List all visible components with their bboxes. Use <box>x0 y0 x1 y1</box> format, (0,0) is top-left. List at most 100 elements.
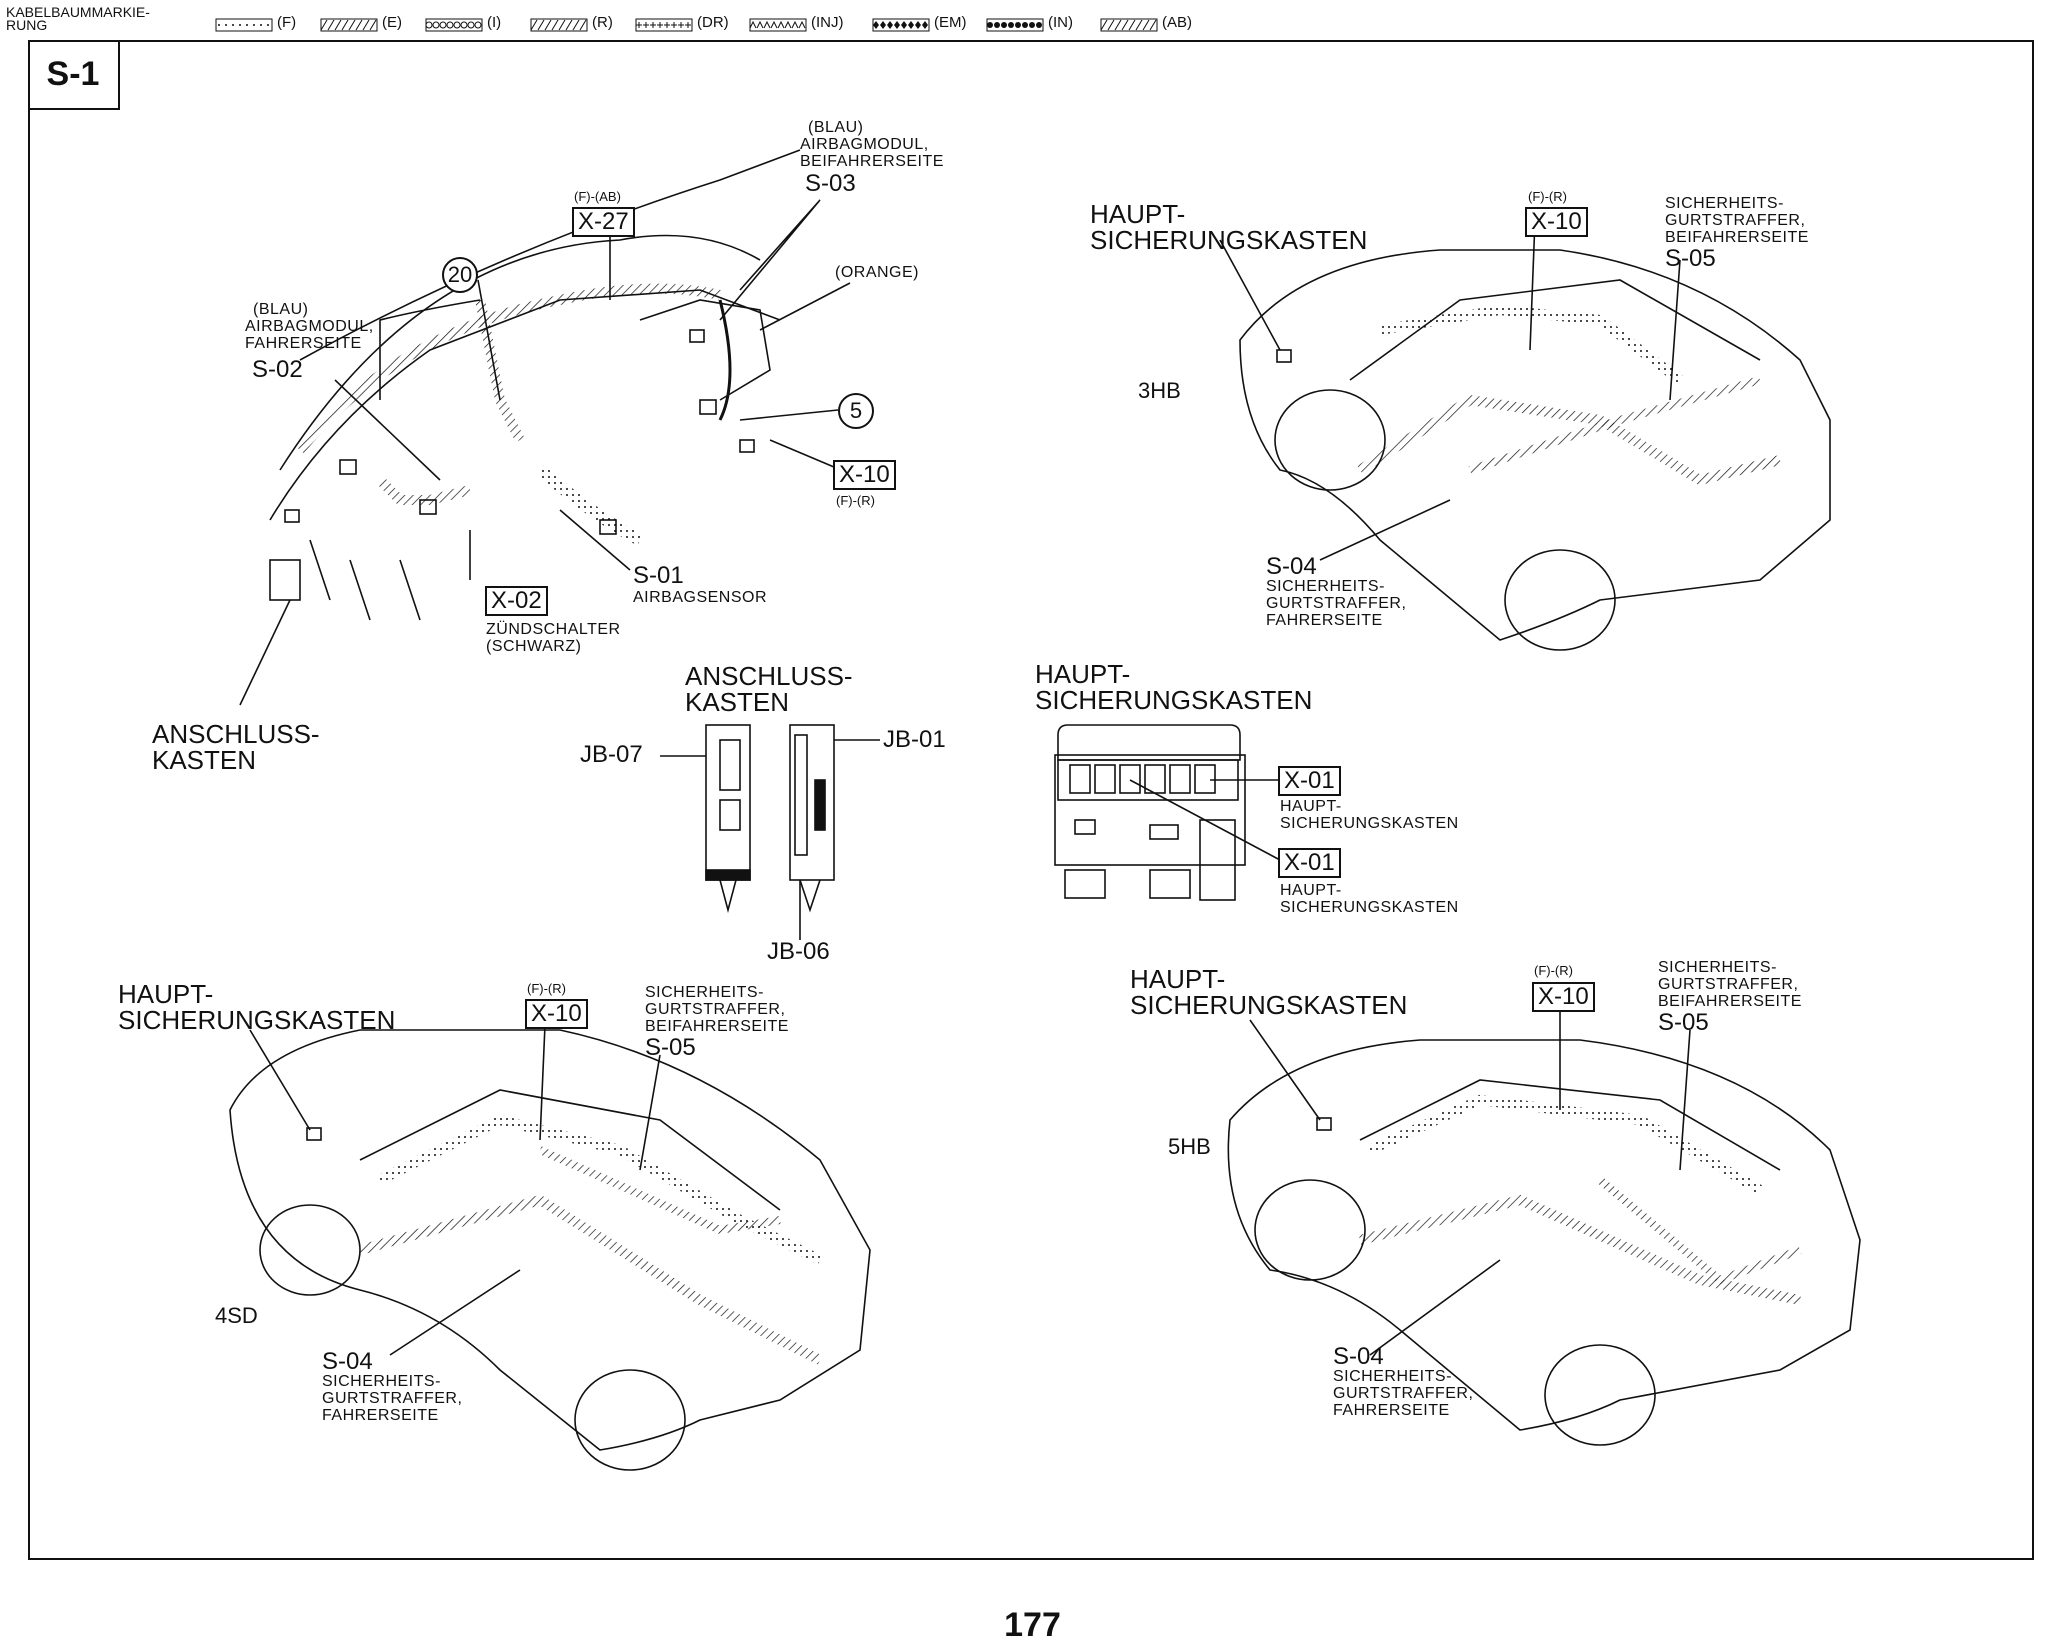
5hb-x10-connector-box: X-10 <box>1532 982 1595 1012</box>
x10-connector-box: X-10 <box>833 460 896 490</box>
4sd-s04-desc-line1: SICHERHEITS- <box>322 1373 441 1390</box>
junction-box-drawing <box>660 724 880 940</box>
s02-code: S-02 <box>252 356 303 383</box>
legend-code-hex: (I) <box>487 14 502 31</box>
legend-swatch-diamond <box>872 18 930 32</box>
3hb-s04-desc-line2: GURTSTRAFFER, <box>1266 595 1407 612</box>
legend-code-wave: (INJ) <box>811 14 844 31</box>
3hb-s05-code: S-05 <box>1665 245 1716 272</box>
s03-color-label: (BLAU) <box>808 119 864 136</box>
x27-marking: (F)-(AB) <box>574 189 621 204</box>
jb-title-line1: ANSCHLUSS- <box>685 661 853 691</box>
5hb-s04-desc-line2: GURTSTRAFFER, <box>1333 1385 1474 1402</box>
orange-label: (ORANGE) <box>835 264 919 281</box>
3hb-variant-label: 3HB <box>1138 378 1181 403</box>
4sd-s04-desc-line2: GURTSTRAFFER, <box>322 1390 463 1407</box>
x27-connector-box: X-27 <box>572 207 635 237</box>
car-4sd-drawing <box>229 1024 871 1471</box>
legend-swatch-plus <box>635 18 693 32</box>
3hb-s05-desc-line2: GURTSTRAFFER, <box>1665 212 1806 229</box>
legend-code-diamond: (EM) <box>934 14 967 31</box>
dashboard-jb-label-line1: ANSCHLUSS- <box>152 719 320 749</box>
main-fuse-box-drawing <box>1054 724 1281 901</box>
5hb-s05-desc-line1: SICHERHEITS- <box>1658 959 1777 976</box>
4sd-s05-desc-line3: BEIFAHRERSEITE <box>645 1018 789 1035</box>
legend-code-grid: (AB) <box>1162 14 1192 31</box>
legend-swatch-wave <box>749 18 807 32</box>
5hb-s05-desc-line3: BEIFAHRERSEITE <box>1658 993 1802 1010</box>
legend-title: KABELBAUMMARKIE- RUNG <box>6 4 150 33</box>
3hb-x10-connector-box: X-10 <box>1525 207 1588 237</box>
4sd-s04-code: S-04 <box>322 1348 373 1375</box>
5hb-fuse-title-line1: HAUPT- <box>1130 964 1226 994</box>
mfb-title-line2: SICHERUNGSKASTEN <box>1035 685 1313 715</box>
legend-code-circle: (IN) <box>1048 14 1073 31</box>
legend-swatch-grid <box>1100 18 1158 32</box>
x01b-connector-box: X-01 <box>1278 848 1341 878</box>
s02-color-label: (BLAU) <box>253 301 309 318</box>
3hb-fuse-title-line2: SICHERUNGSKASTEN <box>1090 225 1368 255</box>
dashboard-drawing <box>239 149 861 706</box>
3hb-fuse-title-line1: HAUPT- <box>1090 199 1186 229</box>
3hb-s05-desc-line3: BEIFAHRERSEITE <box>1665 229 1809 246</box>
jb-title-line2: KASTEN <box>685 687 790 717</box>
jb07-label: JB-07 <box>580 741 643 768</box>
s03-desc-line2: BEIFAHRERSEITE <box>800 153 944 170</box>
x01a-desc-line2: SICHERUNGSKASTEN <box>1280 815 1459 832</box>
jb06-label: JB-06 <box>767 938 830 965</box>
x01a-desc-line1: HAUPT- <box>1280 798 1342 815</box>
legend-swatch-zigzag <box>320 18 378 32</box>
dashboard-jb-label-line2: KASTEN <box>152 745 257 775</box>
x02-connector-box: X-02 <box>485 586 548 616</box>
x01b-desc-line1: HAUPT- <box>1280 882 1342 899</box>
legend-code-hatch: (R) <box>592 14 613 31</box>
5hb-variant-label: 5HB <box>1168 1134 1211 1159</box>
s01-code: S-01 <box>633 562 684 589</box>
legend-swatch-circle <box>986 18 1044 32</box>
page-number: 177 <box>1004 1606 1061 1644</box>
legend-code-zigzag: (E) <box>382 14 402 31</box>
4sd-x10-connector-box: X-10 <box>525 999 588 1029</box>
page-tag: S-1 <box>28 40 120 110</box>
4sd-x10-marking: (F)-(R) <box>527 981 566 996</box>
x01b-desc-line2: SICHERUNGSKASTEN <box>1280 899 1459 916</box>
4sd-fuse-title-line2: SICHERUNGSKASTEN <box>118 1005 396 1035</box>
5hb-s05-desc-line2: GURTSTRAFFER, <box>1658 976 1799 993</box>
5hb-fuse-title-line2: SICHERUNGSKASTEN <box>1130 990 1408 1020</box>
jb01-label: JB-01 <box>883 726 946 753</box>
5hb-s04-desc-line3: FAHRERSEITE <box>1333 1402 1450 1419</box>
s03-desc-line1: AIRBAGMODUL, <box>800 136 929 153</box>
x02-desc-line1: ZÜNDSCHALTER <box>486 621 621 638</box>
3hb-s04-desc-line3: FAHRERSEITE <box>1266 612 1383 629</box>
5hb-s05-code: S-05 <box>1658 1009 1709 1036</box>
4sd-s05-desc-line1: SICHERHEITS- <box>645 984 764 1001</box>
diagram-frame <box>28 40 2034 1560</box>
3hb-s04-desc-line1: SICHERHEITS- <box>1266 578 1385 595</box>
3hb-s05-desc-line1: SICHERHEITS- <box>1665 195 1784 212</box>
legend-swatch-dots <box>215 18 273 32</box>
x02-desc-line2: (SCHWARZ) <box>486 638 582 655</box>
s01-desc: AIRBAGSENSOR <box>633 589 768 606</box>
legend-swatch-hatch <box>530 18 588 32</box>
4sd-s04-desc-line3: FAHRERSEITE <box>322 1407 439 1424</box>
s03-code: S-03 <box>805 170 856 197</box>
x01a-connector-box: X-01 <box>1278 766 1341 796</box>
callout-5: 5 <box>838 393 874 429</box>
4sd-variant-label: 4SD <box>215 1303 258 1328</box>
legend-code-plus: (DR) <box>697 14 729 31</box>
legend-code-dots: (F) <box>277 14 297 31</box>
4sd-fuse-title-line1: HAUPT- <box>118 979 214 1009</box>
s02-desc-line1: AIRBAGMODUL, <box>245 318 374 335</box>
3hb-x10-marking: (F)-(R) <box>1528 189 1567 204</box>
car-3hb-drawing <box>1219 219 1831 651</box>
legend-swatch-hex <box>425 18 483 32</box>
harness-marking-legend: KABELBAUMMARKIE- RUNG <box>6 4 150 33</box>
callout-20: 20 <box>442 257 478 293</box>
car-5hb-drawing <box>1227 1010 1861 1446</box>
s02-desc-line2: FAHRERSEITE <box>245 335 362 352</box>
x10-marking: (F)-(R) <box>836 493 875 508</box>
3hb-s04-code: S-04 <box>1266 553 1317 580</box>
5hb-s04-desc-line1: SICHERHEITS- <box>1333 1368 1452 1385</box>
5hb-x10-marking: (F)-(R) <box>1534 963 1573 978</box>
